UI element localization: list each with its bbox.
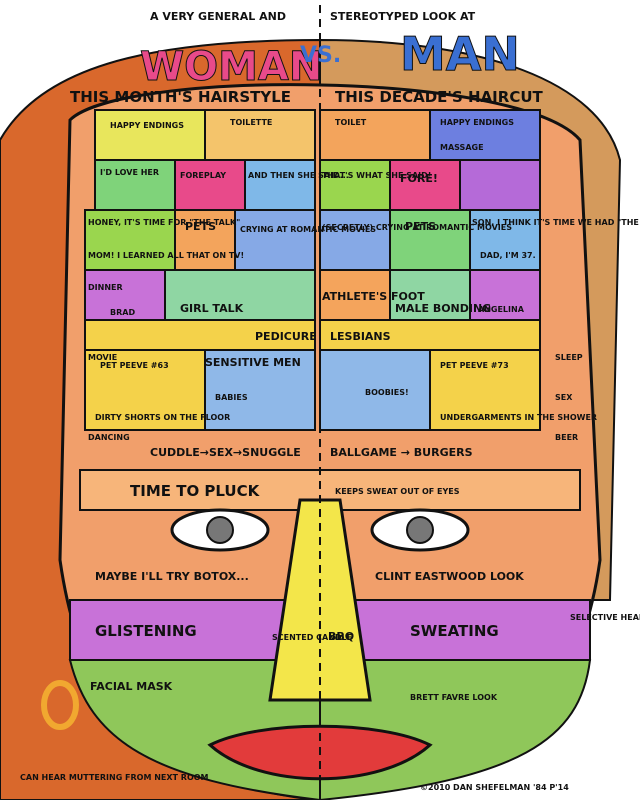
w-chain: CUDDLE→SEX→SNUGGLE [150, 446, 301, 459]
m-lesbians: LESBIANS [330, 330, 391, 343]
m-happy-endings: HAPPY ENDINGS [440, 118, 514, 127]
left-pupil [206, 516, 234, 544]
header-left: A VERY GENERAL AND [150, 10, 286, 23]
w-movie: MOVIE [88, 353, 117, 362]
credit: ©2010 DAN SHEFELMAN '84 P'14 [420, 783, 569, 792]
w-love-her: I'D LOVE HER [100, 168, 159, 177]
can-hear: CAN HEAR MUTTERING FROM NEXT ROOM [20, 773, 209, 782]
w-honey: HONEY, IT'S TIME FOR "THE TALK" [88, 218, 240, 227]
m-son: SON, I THINK IT'S TIME WE HAD "THE TALK" [472, 218, 640, 227]
w-pet-peeve: PET PEEVE #63 [100, 361, 169, 370]
m-beer: BEER [555, 433, 578, 442]
m-massage: MASSAGE [440, 143, 484, 152]
brett: BRETT FAVRE LOOK [410, 693, 498, 702]
m-toilet: TOILET [335, 118, 367, 127]
woman-title: WOMAN [140, 44, 322, 90]
man-hair-label: THIS DECADE'S HAIRCUT [335, 88, 544, 106]
m-male-bonding: MALE BONDING [395, 302, 491, 315]
m-secretly: (SECRETLY) CRYING AT ROMANTIC MOVIES [322, 223, 512, 232]
man-title: MAN [400, 27, 520, 81]
man-brain-grid [319, 109, 541, 431]
sweating: SWEATING [410, 622, 499, 640]
w-brad: BRAD [110, 308, 135, 317]
m-fore: FORE! [400, 172, 438, 185]
glistening: GLISTENING [95, 622, 197, 640]
w-and-then: AND THEN SHE SAID... [248, 171, 349, 180]
earring [41, 680, 79, 730]
woman-brain-grid [84, 109, 316, 431]
w-sensitive-men: SENSITIVE MEN [205, 356, 301, 369]
m-sex: SEX [555, 393, 573, 402]
m-sleep: SLEEP [555, 353, 583, 362]
vs-title: VS. [300, 43, 341, 68]
w-toilette: TOILETTE [230, 118, 272, 127]
w-dirty-shorts: DIRTY SHORTS ON THE FLOOR [95, 413, 230, 422]
scented-candle: SCENTED CANDLE [272, 633, 352, 642]
m-boobies: BOOBIES! [365, 388, 409, 397]
m-thats-what: THAT'S WHAT SHE SAID! [322, 171, 431, 180]
m-chain: BALLGAME → BURGERS [330, 446, 473, 459]
botox: MAYBE I'LL TRY BOTOX... [95, 570, 249, 583]
w-mom: MOM! I LEARNED ALL THAT ON TV! [88, 251, 244, 260]
w-dancing: DANCING [88, 433, 130, 442]
m-pet-peeve: PET PEEVE #73 [440, 361, 509, 370]
m-pets: PETS [405, 220, 436, 233]
m-angelina: ANGELINA [478, 305, 525, 314]
w-crying: CRYING AT ROMANTIC MOVIES [240, 225, 376, 234]
w-happy-endings: HAPPY ENDINGS [110, 121, 184, 130]
right-pupil [406, 516, 434, 544]
w-pets: PETS [185, 220, 216, 233]
keeps-sweat: KEEPS SWEAT OUT OF EYES [335, 487, 460, 496]
w-pedicure: PEDICURE [255, 330, 317, 343]
m-undergarments: UNDERGARMENTS IN THE SHOWER [440, 413, 597, 422]
selective: SELECTIVE HEARING [570, 613, 640, 622]
w-foreplay: FOREPLAY [180, 171, 226, 180]
facial-mask: FACIAL MASK [90, 680, 173, 693]
bbq: BBQ [328, 630, 354, 643]
clint: CLINT EASTWOOD LOOK [375, 570, 524, 583]
m-dad: DAD, I'M 37. [480, 251, 536, 260]
w-girl-talk: GIRL TALK [180, 302, 244, 315]
woman-hair-label: THIS MONTH'S HAIRSTYLE [70, 88, 291, 106]
m-athletes-foot: ATHLETE'S FOOT [322, 290, 425, 303]
w-dinner: DINNER [88, 283, 123, 292]
header-right: STEREOTYPED LOOK AT [330, 10, 476, 23]
time-to-pluck: TIME TO PLUCK [130, 482, 261, 500]
w-babies: BABIES [215, 393, 248, 402]
